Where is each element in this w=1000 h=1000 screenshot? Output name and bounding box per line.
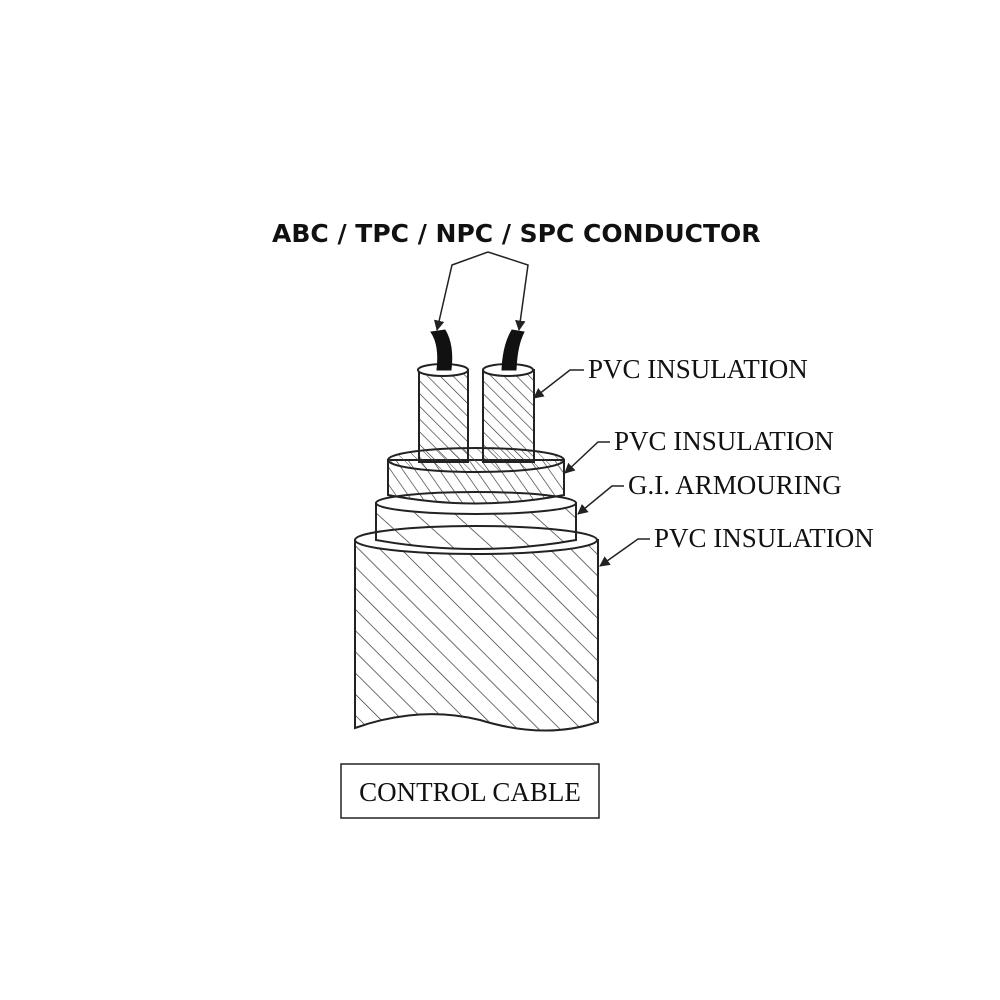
label-armouring: G.I. ARMOURING [628,470,842,500]
label-inner-insulation: PVC INSULATION [588,354,808,384]
conductor-left [430,329,453,371]
core-right [482,329,535,463]
label-outer-sheath: PVC INSULATION [654,523,874,553]
outer-sheath [354,525,599,732]
bedding-insulation-layer [387,447,565,505]
title-text: CONTROL CABLE [359,777,581,807]
leader-armouring [577,485,624,515]
title-box: CONTROL CABLE [340,763,600,819]
label-conductor: ABC / TPC / NPC / SPC CONDUCTOR [272,219,761,248]
label-bedding-insulation: PVC INSULATION [614,426,834,456]
conductor-leaders [434,251,529,332]
leader-bedding-insulation [564,441,610,474]
leader-outer-sheath [599,538,650,567]
core-left [417,329,469,463]
leader-inner-insulation [533,369,584,399]
conductor-right [501,329,525,371]
